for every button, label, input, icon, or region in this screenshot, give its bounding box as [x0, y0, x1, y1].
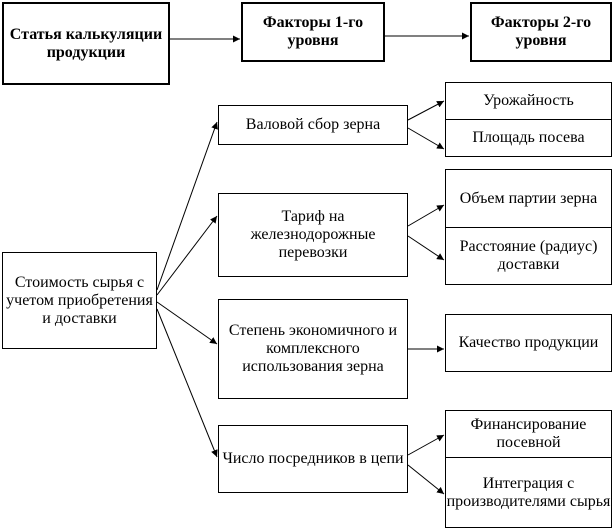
arrow-intermediaries-to-integration [407, 464, 445, 495]
level1-item-label: Тариф на железнодорожные перевозки [250, 208, 376, 261]
arrow-gross-harvest-to-area [407, 127, 445, 150]
level1-item-label: Число посредников в цепи [222, 450, 404, 467]
arrow-rail-tariff-to-batch [407, 204, 445, 227]
header-article-box: Статья калькуляции продукции [2, 2, 170, 85]
level2-distance-box: Расстояние (радиус) доставки [445, 227, 612, 285]
arrow-intermediaries-to-financing [407, 434, 445, 456]
arrow-root-to-grain-use [156, 301, 218, 345]
arrow-root-to-rail-tariff [156, 215, 218, 296]
level1-rail-tariff-box: Тариф на железнодорожные перевозки [218, 193, 408, 277]
level2-financing-box: Финансирование посевной [445, 410, 612, 458]
level2-yield-box: Урожайность [445, 82, 612, 120]
level2-quality-box: Качество продукции [445, 314, 612, 372]
level2-item-label: Интеграция с производителями сырья [446, 474, 611, 510]
level1-grain-use-box: Степень экономичного и комплексного испо… [218, 299, 408, 399]
header-level1-box: Факторы 1-го уровня [241, 2, 385, 62]
arrow-root-to-intermediaries [156, 308, 218, 458]
level1-item-label: Валовой сбор зерна [245, 116, 381, 133]
level2-item-label: Качество продукции [458, 334, 599, 351]
level1-item-label: Степень экономичного и комплексного испо… [228, 322, 398, 375]
arrow-root-to-gross-harvest [156, 121, 218, 291]
level1-intermediaries-box: Число посредников в цепи [218, 425, 408, 493]
level2-item-label: Площадь посева [472, 129, 585, 146]
arrow-rail-tariff-to-distance [407, 235, 445, 261]
header-article-text: Статья калькуляции продукции [9, 25, 163, 61]
root-factor-box: Стоимость сырья с учетом приобретения и … [2, 252, 157, 349]
level2-item-label: Расстояние (радиус) доставки [459, 238, 598, 273]
header-level2-box: Факторы 2-го уровня [470, 2, 612, 62]
level2-area-box: Площадь посева [445, 119, 612, 157]
level2-item-label: Объем партии зерна [459, 189, 598, 207]
level2-batch-box: Объем партии зерна [445, 169, 612, 228]
root-factor-text: Стоимость сырья с учетом приобретения и … [6, 273, 153, 327]
arrow-gross-harvest-to-yield [407, 100, 445, 121]
level2-integration-box: Интеграция с производителями сырья [445, 457, 612, 528]
level2-item-label: Финансирование посевной [470, 416, 587, 451]
level1-gross-harvest-box: Валовой сбор зерна [218, 105, 408, 145]
header-level2-text: Факторы 2-го уровня [490, 14, 592, 49]
header-level1-text: Факторы 1-го уровня [262, 14, 364, 49]
level2-item-label: Урожайность [483, 92, 574, 109]
